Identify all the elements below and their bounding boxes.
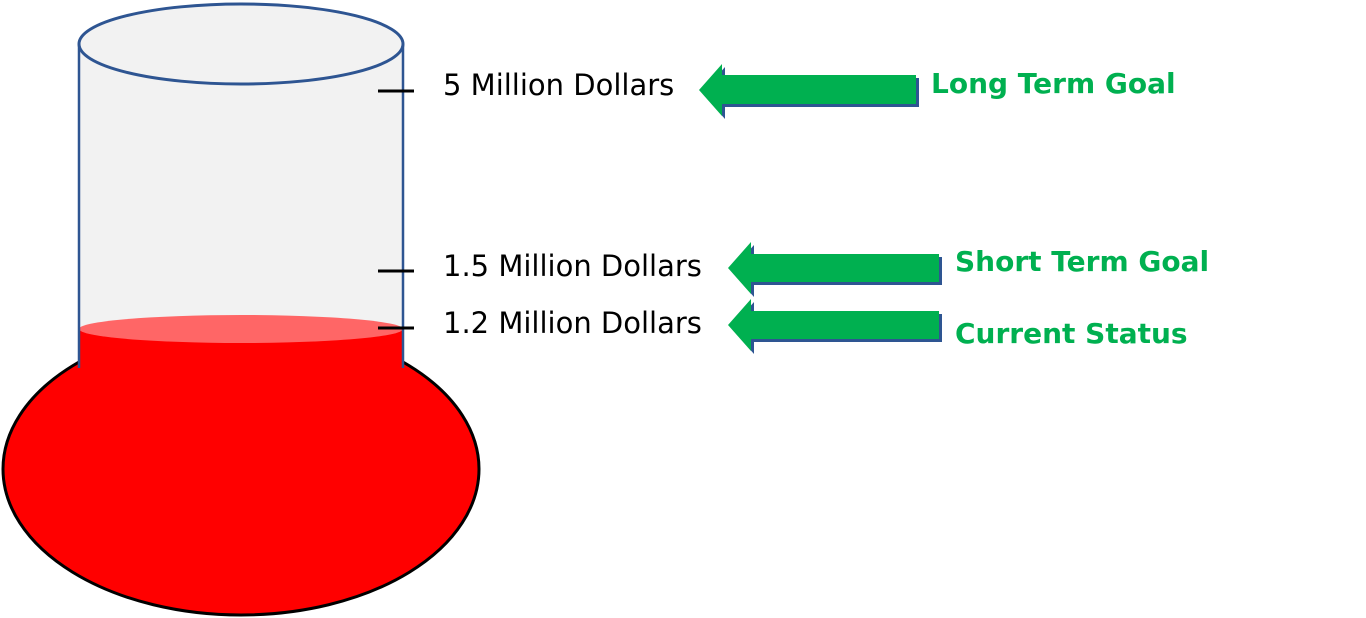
thermometer-tube (79, 44, 403, 344)
marker-current-status: 1.2 Million Dollars Current Status (378, 299, 1188, 354)
arrow-left-icon (728, 242, 942, 297)
callout-label: Long Term Goal (931, 67, 1176, 100)
marker-value-label: 1.2 Million Dollars (443, 306, 702, 340)
thermometer-tube-rim (77, 2, 405, 86)
callout-label: Current Status (955, 317, 1188, 350)
marker-value-label: 1.5 Million Dollars (443, 249, 702, 283)
thermometer-fill-surface (79, 315, 403, 343)
marker-value-label: 5 Million Dollars (443, 68, 674, 102)
marker-long-term: 5 Million Dollars Long Term Goal (378, 64, 1176, 119)
arrow-left-icon (728, 299, 942, 354)
marker-short-term: 1.5 Million Dollars Short Term Goal (378, 242, 1209, 297)
arrow-left-icon (699, 64, 919, 119)
callout-label: Short Term Goal (955, 245, 1209, 278)
